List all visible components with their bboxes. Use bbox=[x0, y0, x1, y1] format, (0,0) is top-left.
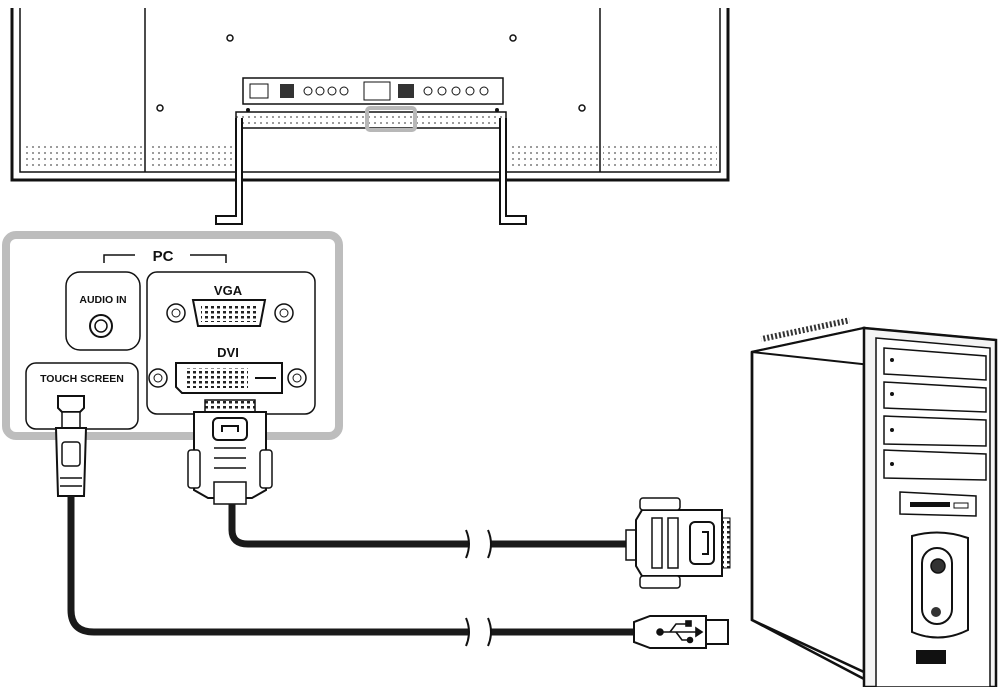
usb-cable bbox=[67, 496, 636, 647]
vga-label: VGA bbox=[214, 283, 243, 298]
pc-group-label: PC bbox=[153, 248, 174, 265]
port-panel-zoom: PC AUDIO IN VGA DVI bbox=[2, 231, 343, 440]
power-button-icon bbox=[930, 558, 946, 574]
dvi-label: DVI bbox=[217, 345, 239, 360]
dvi-port bbox=[148, 362, 307, 394]
audio-in-label: AUDIO IN bbox=[79, 294, 126, 306]
touch-screen-label: TOUCH SCREEN bbox=[40, 373, 124, 385]
usb-trident-icon bbox=[656, 620, 704, 644]
vga-port bbox=[166, 299, 294, 327]
monitor-rear bbox=[10, 8, 730, 225]
usb-plug-monitor bbox=[54, 411, 88, 497]
dvi-plug-pc bbox=[625, 497, 731, 589]
dvi-plug-monitor bbox=[187, 399, 273, 505]
dvi-cable bbox=[228, 504, 628, 559]
usb-a-plug-pc bbox=[633, 615, 729, 649]
pc-tower bbox=[750, 317, 998, 687]
usb-b-port-icon bbox=[57, 395, 85, 413]
